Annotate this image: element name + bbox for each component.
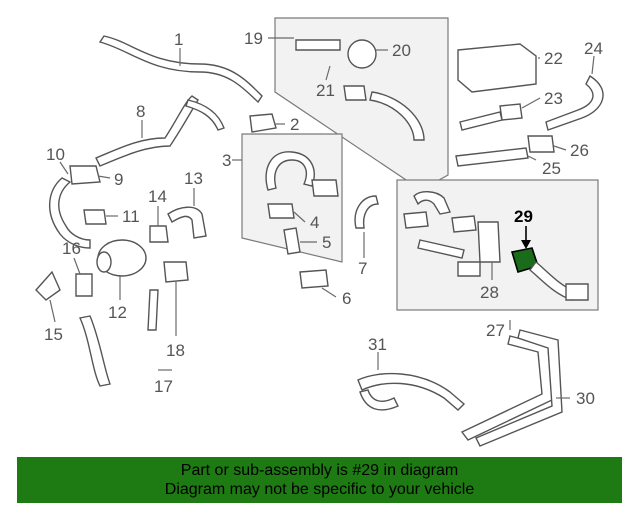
part-24-hose [545, 74, 604, 131]
leader-26 [553, 145, 567, 151]
part-6-clamp [299, 269, 329, 289]
part-27-hose [413, 191, 451, 215]
part-31-pipes-2 [359, 389, 399, 411]
leader-15 [49, 299, 56, 323]
part-31-pipes [357, 372, 466, 411]
part-21-clamp [343, 85, 367, 101]
callout-20: 20 [392, 41, 411, 60]
part-25-hose [455, 147, 529, 167]
leader-10 [59, 161, 69, 175]
callout-9: 9 [114, 170, 123, 189]
part-27-pipe [417, 239, 465, 259]
callout-1: 1 [174, 30, 183, 49]
banner-line-2: Diagram may not be specific to your vehi… [164, 481, 475, 498]
part-11-clamp [83, 209, 107, 225]
part-22-oil-cooler [457, 43, 537, 93]
leader-16 [73, 257, 81, 275]
callout-5: 5 [322, 233, 331, 252]
part-14-clamp [149, 225, 169, 243]
part-17-pipe-2 [147, 289, 159, 331]
part-4-clamp [267, 203, 295, 219]
callout-19: 19 [244, 29, 263, 48]
callout-31: 31 [368, 335, 387, 354]
part-15-bracket [35, 270, 61, 301]
part-13-hose [167, 206, 207, 239]
info-banner: Part or sub-assembly is #29 in diagram D… [17, 457, 622, 503]
callout-27: 27 [486, 321, 505, 340]
part-23-pipe [459, 111, 503, 131]
leader-29-arrowhead [521, 240, 531, 249]
leader-25 [527, 155, 537, 161]
callout-18: 18 [166, 341, 185, 360]
callout-29: 29 [514, 207, 533, 226]
part-19-lower-hose [369, 91, 425, 141]
callout-8: 8 [136, 102, 145, 121]
callout-6: 6 [342, 289, 351, 308]
part-27-clamp-4 [565, 283, 589, 301]
part-8-hose [95, 95, 199, 167]
leader-6 [321, 287, 337, 298]
banner-line-1: Part or sub-assembly is #29 in diagram [180, 462, 459, 479]
callout-17: 17 [154, 377, 173, 396]
part-8-pipe-branch [185, 99, 225, 131]
callout-7: 7 [358, 259, 367, 278]
part-2-clamp [249, 113, 277, 133]
callout-13: 13 [184, 169, 203, 188]
part-5-hose [283, 227, 301, 255]
part-3-hose [265, 151, 315, 191]
part-9-clamp [69, 165, 101, 185]
leader-23 [521, 97, 541, 109]
callout-11: 11 [122, 207, 140, 226]
callout-12: 12 [108, 303, 127, 322]
part-18-clamp [163, 261, 189, 283]
callout-22: 22 [544, 49, 563, 68]
callout-23: 23 [544, 89, 563, 108]
part-17-pipe [78, 315, 111, 387]
callout-2: 2 [290, 115, 299, 134]
part-4-clamp-2 [311, 179, 339, 197]
group-box-3 [241, 133, 343, 263]
part-30-pipes-2 [475, 329, 563, 447]
part-16-clip [75, 273, 93, 297]
part-12-pump-inlet [96, 251, 112, 273]
leader-21 [325, 65, 331, 81]
callout-24: 24 [584, 39, 603, 58]
callout-30: 30 [576, 389, 595, 408]
callout-26: 26 [570, 141, 589, 160]
callout-14: 14 [148, 187, 167, 206]
part-1-hose [98, 35, 263, 104]
part-7-hose [354, 195, 379, 229]
part-10-hose [48, 177, 91, 249]
part-28-valve [477, 221, 501, 263]
leader-9 [97, 175, 111, 179]
part-27-clamp-3 [457, 261, 481, 277]
callout-3: 3 [222, 151, 231, 170]
callout-10: 10 [46, 145, 65, 164]
part-20-valve [347, 39, 377, 69]
part-27-clamp-2 [451, 215, 477, 233]
callout-25: 25 [542, 159, 561, 178]
part-26-clamp [527, 135, 555, 153]
part-27-clamp [403, 211, 429, 229]
callout-15: 15 [44, 325, 63, 344]
part-19-hose [295, 39, 341, 51]
callout-16: 16 [62, 239, 81, 258]
leader-24 [591, 55, 595, 75]
leader-4 [293, 211, 306, 223]
callout-28: 28 [480, 283, 499, 302]
callout-21: 21 [316, 81, 335, 100]
part-23-fitting [499, 103, 523, 121]
callout-4: 4 [310, 213, 319, 232]
